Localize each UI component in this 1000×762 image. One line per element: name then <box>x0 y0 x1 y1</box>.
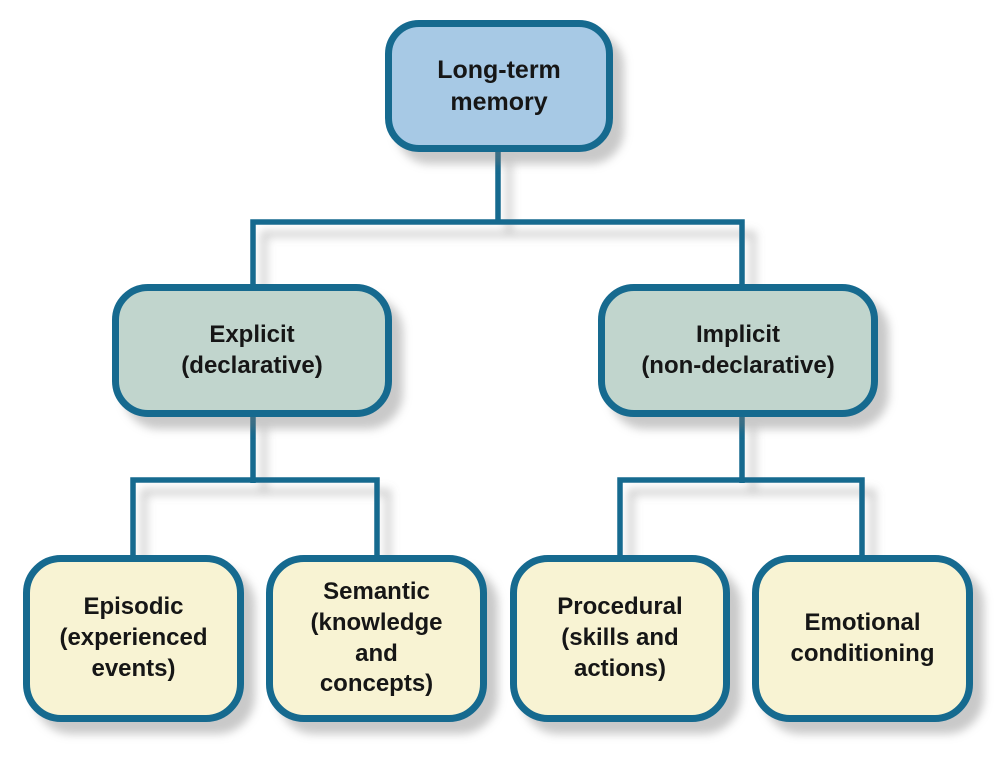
node-emotional-conditioning-label: Emotional conditioning <box>790 608 935 667</box>
node-procedural: Procedural (skills and actions) <box>510 555 730 722</box>
node-emotional-conditioning: Emotional conditioning <box>752 555 973 722</box>
node-explicit-declarative-label: Explicit (declarative) <box>181 320 323 379</box>
node-implicit-non-declarative: Implicit (non-declarative) <box>598 284 878 417</box>
node-semantic-label: Semantic (knowledge and concepts) <box>310 578 443 698</box>
node-long-term-memory: Long-term memory <box>385 20 613 152</box>
node-semantic: Semantic (knowledge and concepts) <box>266 555 487 722</box>
node-episodic: Episodic (experienced events) <box>23 555 244 722</box>
node-long-term-memory-label: Long-term memory <box>437 56 561 116</box>
node-episodic-label: Episodic (experienced events) <box>59 593 208 682</box>
node-explicit-declarative: Explicit (declarative) <box>112 284 392 417</box>
node-implicit-non-declarative-label: Implicit (non-declarative) <box>641 320 835 379</box>
edge-root-to-branches <box>250 219 745 286</box>
edge-implicit-to-leaves <box>617 477 865 557</box>
node-procedural-label: Procedural (skills and actions) <box>557 593 683 682</box>
edge-explicit-to-leaves <box>130 477 380 557</box>
